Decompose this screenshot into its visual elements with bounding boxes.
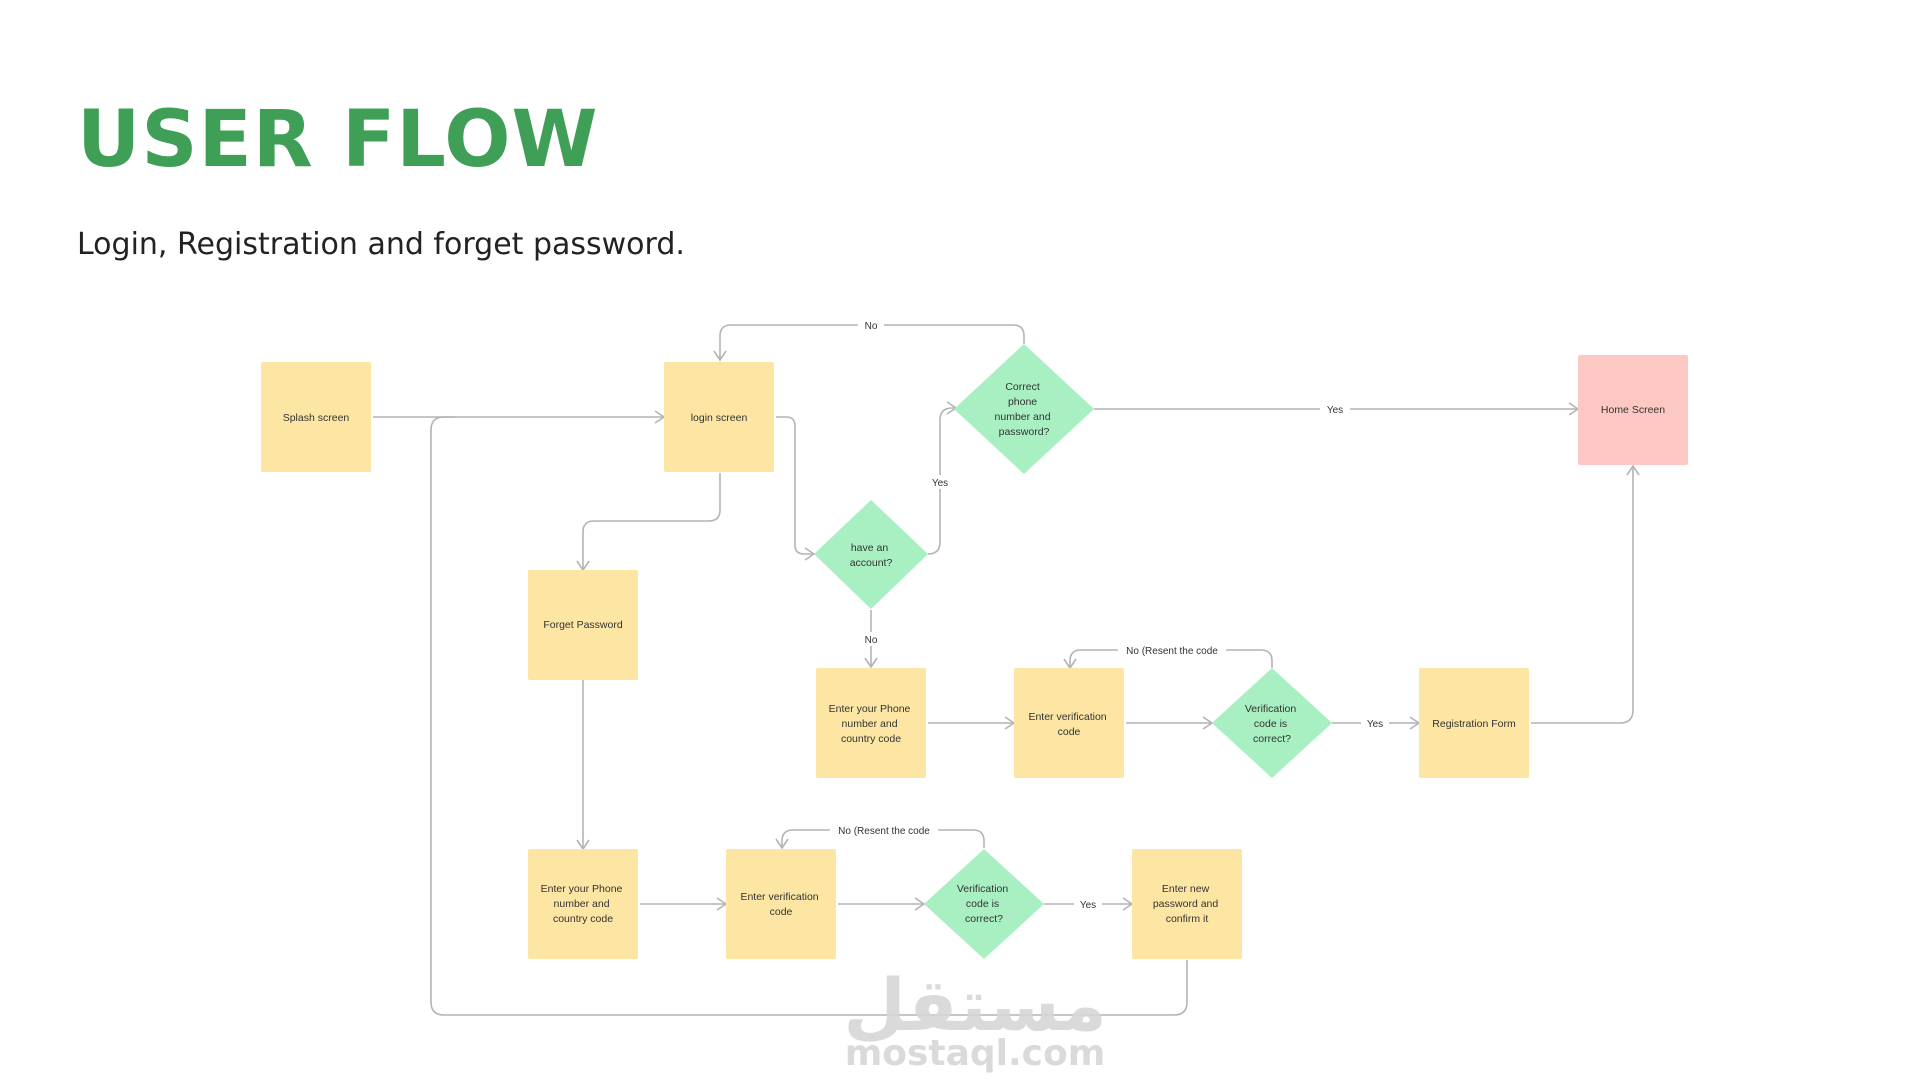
node-reg-verify-line-1: Enter verification (1028, 711, 1106, 723)
edge-newpass-login (430, 416, 1188, 1016)
decision-fp-check-line-1: Verification (957, 883, 1009, 895)
svg-text:Verification code is: Verification code is correct? (957, 883, 1011, 925)
edge-label-yes-account: Yes (932, 478, 948, 489)
node-fp-phone-line-3: country code (553, 913, 613, 925)
svg-text:Enter your Phone numbe: Enter your Phone number and country code (541, 883, 626, 925)
page-title: USER FLOW (77, 95, 599, 185)
node-newpass-line-1: Enter new (1162, 883, 1210, 895)
svg-text:Enter verification cod: Enter verification code (740, 891, 821, 918)
node-login-screen[interactable]: login screen (664, 362, 774, 472)
node-fp-verify-line-1: Enter verification (740, 891, 818, 903)
decision-fp-code-correct[interactable]: Verification code is correct? (924, 849, 1044, 959)
decision-reg-check-line-1: Verification (1245, 703, 1297, 715)
node-registration-form[interactable]: Registration Form (1419, 668, 1529, 778)
node-fp-phone-line-1: Enter your Phone (541, 883, 623, 895)
svg-text:Home Screen: Home Screen (1601, 404, 1665, 416)
svg-text:Correct phone: Correct phone number and password? (995, 381, 1054, 438)
node-newpass-line-2: password and (1153, 898, 1219, 910)
node-fp-verify-line-2: code (770, 906, 793, 918)
svg-text:login screen: login screen (691, 412, 748, 424)
decision-fp-check-line-3: correct? (965, 913, 1003, 925)
edge-login-forget (582, 473, 721, 570)
svg-text:Forget Password: Forget Password (543, 619, 623, 631)
node-login-line-1: login screen (691, 412, 748, 424)
decision-correct-line-2: phone (1008, 396, 1037, 408)
edge-label-reg-resend: No (Resent the code (1126, 646, 1218, 657)
edge-label-no-top: No (865, 321, 878, 332)
decision-correct-line-1: Correct (1005, 381, 1040, 393)
node-forget-password[interactable]: Forget Password (528, 570, 638, 680)
edge-login-have-account (776, 416, 814, 555)
svg-text:Enter your Phone numbe: Enter your Phone number and country code (829, 703, 914, 745)
node-fp-verification[interactable]: Enter verification code (726, 849, 836, 959)
edge-label-fp-yes: Yes (1080, 900, 1096, 911)
node-reg-verify-line-2: code (1058, 726, 1081, 738)
svg-text:Enter new password and: Enter new password and confirm it (1153, 883, 1221, 925)
edge-label-fp-resend: No (Resent the code (838, 826, 930, 837)
node-fp-phone-line-2: number and (554, 898, 610, 910)
node-newpass-line-3: confirm it (1166, 913, 1209, 925)
decision-fp-check-line-2: code is (966, 898, 999, 910)
edge-reg-form-home (1531, 466, 1634, 724)
node-fp-phone-entry[interactable]: Enter your Phone number and country code (528, 849, 638, 959)
nodes: Splash screen login screen Correct phone… (261, 344, 1688, 959)
edge-label-yes-home: Yes (1327, 405, 1343, 416)
page-subtitle: Login, Registration and forget password. (77, 227, 685, 262)
watermark-arabic: مستقل (843, 963, 1106, 1047)
node-forget-line-1: Forget Password (543, 619, 623, 631)
svg-text:Splash screen: Splash screen (283, 412, 350, 424)
node-reg-verification[interactable]: Enter verification code (1014, 668, 1124, 778)
node-reg-phone-entry[interactable]: Enter your Phone number and country code (816, 668, 926, 778)
watermark-latin: mostaql.com (845, 1033, 1106, 1074)
node-reg-phone-line-1: Enter your Phone (829, 703, 911, 715)
decision-correct-line-4: password? (999, 426, 1050, 438)
svg-text:Enter verification cod: Enter verification code (1028, 711, 1109, 738)
decision-reg-check-line-3: correct? (1253, 733, 1291, 745)
decision-correct-credentials[interactable]: Correct phone number and password? (954, 344, 1094, 474)
decision-reg-check-line-2: code is (1254, 718, 1287, 730)
svg-text:have an account?: have an account? (850, 542, 893, 569)
decision-have-account-line-2: account? (850, 557, 893, 569)
node-reg-form-line-1: Registration Form (1432, 718, 1516, 730)
edge-have-account-yes (927, 407, 956, 555)
svg-text:Verification code is: Verification code is correct? (1245, 703, 1299, 745)
decision-have-account[interactable]: have an account? (814, 500, 928, 609)
edge-labels: No Yes Yes No No (Resent the code Yes No… (830, 318, 1389, 911)
node-home-screen[interactable]: Home Screen (1578, 355, 1688, 465)
node-home-line-1: Home Screen (1601, 404, 1665, 416)
decision-correct-line-3: number and (995, 411, 1051, 423)
edge-label-no-account: No (865, 635, 878, 646)
node-reg-phone-line-3: country code (841, 733, 901, 745)
node-splash-line-1: Splash screen (283, 412, 350, 424)
edge-label-reg-yes: Yes (1367, 719, 1383, 730)
decision-have-account-line-1: have an (851, 542, 889, 554)
svg-text:Registration Form: Registration Form (1432, 718, 1516, 730)
decision-reg-code-correct[interactable]: Verification code is correct? (1212, 668, 1332, 778)
node-new-password[interactable]: Enter new password and confirm it (1132, 849, 1242, 959)
watermark-logo: مستقل mostaql.com (843, 963, 1106, 1074)
node-splash-screen[interactable]: Splash screen (261, 362, 371, 472)
node-reg-phone-line-2: number and (842, 718, 898, 730)
